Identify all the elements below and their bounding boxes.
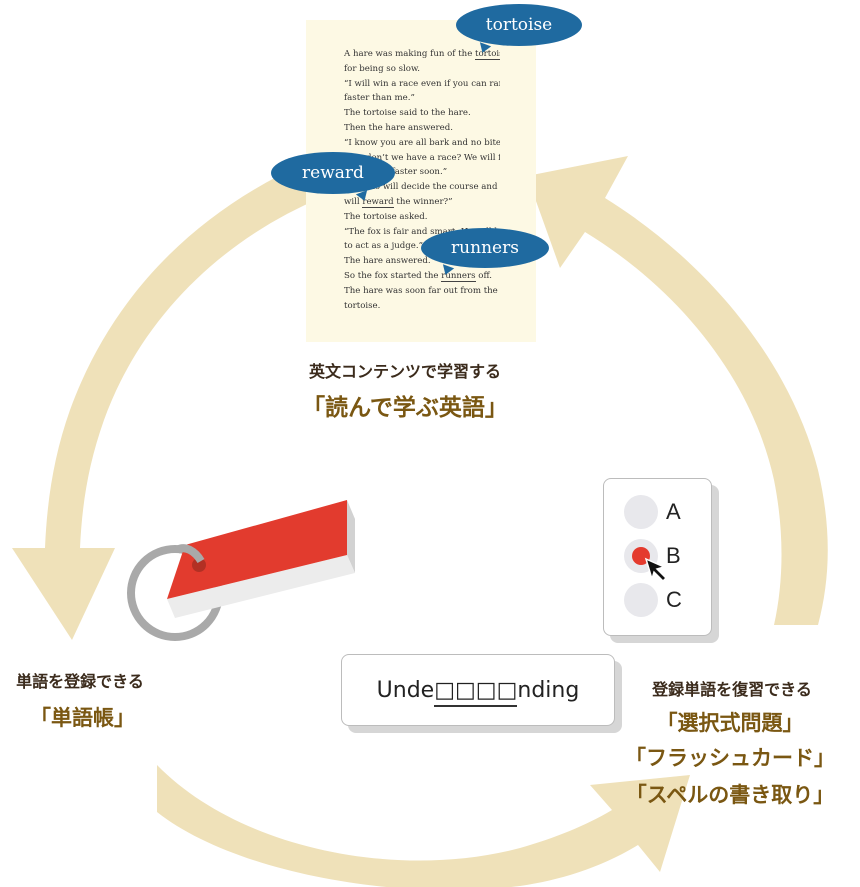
story-line: for being so slow. [344, 62, 500, 77]
story-text-segment: The hare was soon far out from the [344, 285, 498, 296]
story-vocab-word[interactable]: reward [362, 196, 394, 208]
story-text-segment: for being so slow. [344, 63, 421, 74]
story-text-segment: the winner?” [393, 196, 453, 207]
story-line: Then the hare answered. [344, 121, 500, 136]
story-line: “The fox is fair and smart. He will be [344, 225, 500, 240]
option-c-label: C [666, 587, 682, 612]
story-text-segment: tortoise. [344, 300, 381, 311]
story-text-segment: Why don’t we have a race? We will find [344, 152, 500, 163]
story-text-segment: “The fox is fair and smart. He will be [344, 226, 500, 237]
cursor-icon [644, 557, 668, 583]
option-c-radio[interactable] [624, 583, 658, 617]
story-line: out who is faster soon.” [344, 165, 500, 180]
story-text-segment: But who will decide the course and who [344, 182, 500, 193]
story-line: tortoise. [344, 299, 500, 314]
arrow-top-right [527, 156, 828, 625]
story-line: The tortoise said to the hare. [344, 106, 500, 121]
review-title-spelling: 「スペルの書き取り」 [625, 783, 835, 807]
arrow-left [12, 163, 323, 640]
story-text-segment: to act as a judge.” [344, 241, 424, 252]
spelling-word: Unde□□□□nding [376, 677, 580, 707]
read-title: 「読んで学ぶ英語」 [302, 395, 508, 421]
review-caption: 登録単語を復習できる [652, 680, 812, 699]
review-title-flashcard: 「フラッシュカード」 [625, 746, 835, 770]
card-hole [192, 558, 206, 572]
multiple-choice-card: A B C [603, 478, 712, 636]
bubble-tortoise: tortoise [456, 4, 582, 55]
story-text-segment: “I know you are all bark and no bite. [344, 137, 500, 148]
story-line: “I know you are all bark and no bite. [344, 136, 500, 151]
bubble-reward-label: reward [302, 163, 364, 183]
spelling-prefix: Unde [376, 677, 435, 703]
story-line: to act as a judge.” [344, 239, 500, 254]
story-text-segment: “I will win a race even if you can ran [344, 78, 500, 89]
keyring-ring-front [174, 544, 205, 564]
story-text-segment: So the fox started the [344, 270, 442, 281]
card-top [167, 500, 347, 599]
story-text-segment: out who is faster soon.” [344, 167, 448, 178]
story-line: will reward the winner?” [344, 195, 500, 210]
story-line: The hare answered. [344, 254, 500, 269]
spelling-suffix: nding [517, 677, 580, 703]
story-text-segment: The tortoise said to the hare. [344, 108, 471, 119]
story-line: “I will win a race even if you can ran [344, 77, 500, 92]
bubble-runners-label: runners [451, 238, 519, 258]
option-a-radio[interactable] [624, 495, 658, 529]
story-text-segment: The hare answered. [344, 256, 431, 267]
card-front [167, 555, 355, 618]
option-a-label: A [666, 499, 681, 524]
vocab-title: 「単語帳」 [30, 706, 135, 730]
story-line: Why don’t we have a race? We will find [344, 151, 500, 166]
vocab-caption: 単語を登録できる [16, 672, 144, 691]
story-line: But who will decide the course and who [344, 180, 500, 195]
story-text-segment: will [344, 196, 363, 207]
card-side [347, 500, 355, 573]
story-text-segment: faster than me.” [344, 93, 415, 104]
story-line: A hare was making fun of the tortoise [344, 47, 500, 62]
story-text-segment: A hare was making fun of the [344, 49, 476, 59]
review-title-choice: 「選択式問題」 [656, 711, 804, 735]
bubble-tortoise-label: tortoise [485, 15, 553, 35]
story-vocab-word[interactable]: runners [441, 270, 476, 282]
spelling-blanks[interactable]: □□□□ [434, 677, 518, 707]
story-vocab-word[interactable]: tortoise [475, 49, 500, 60]
word-card-keyring-icon [127, 500, 355, 641]
story-line: The tortoise asked. [344, 210, 500, 225]
story-line: So the fox started the runners off. [344, 269, 500, 284]
story-line: The hare was soon far out from the [344, 284, 500, 299]
story-text-segment: off. [475, 270, 492, 281]
spelling-card: Unde□□□□nding [341, 654, 615, 726]
story-text-segment: The tortoise asked. [344, 211, 428, 222]
read-caption: 英文コンテンツで学習する [308, 362, 501, 381]
story-text: A hare was making fun of the tortoisefor… [344, 47, 500, 313]
option-b-label: B [666, 543, 681, 568]
bubble-reward: reward [271, 152, 395, 203]
arrow-bottom [157, 765, 690, 887]
selected-dot [632, 547, 650, 565]
story-text-segment: Then the hare answered. [344, 122, 453, 133]
story-line: faster than me.” [344, 91, 500, 106]
bubble-runners: runners [421, 228, 549, 277]
